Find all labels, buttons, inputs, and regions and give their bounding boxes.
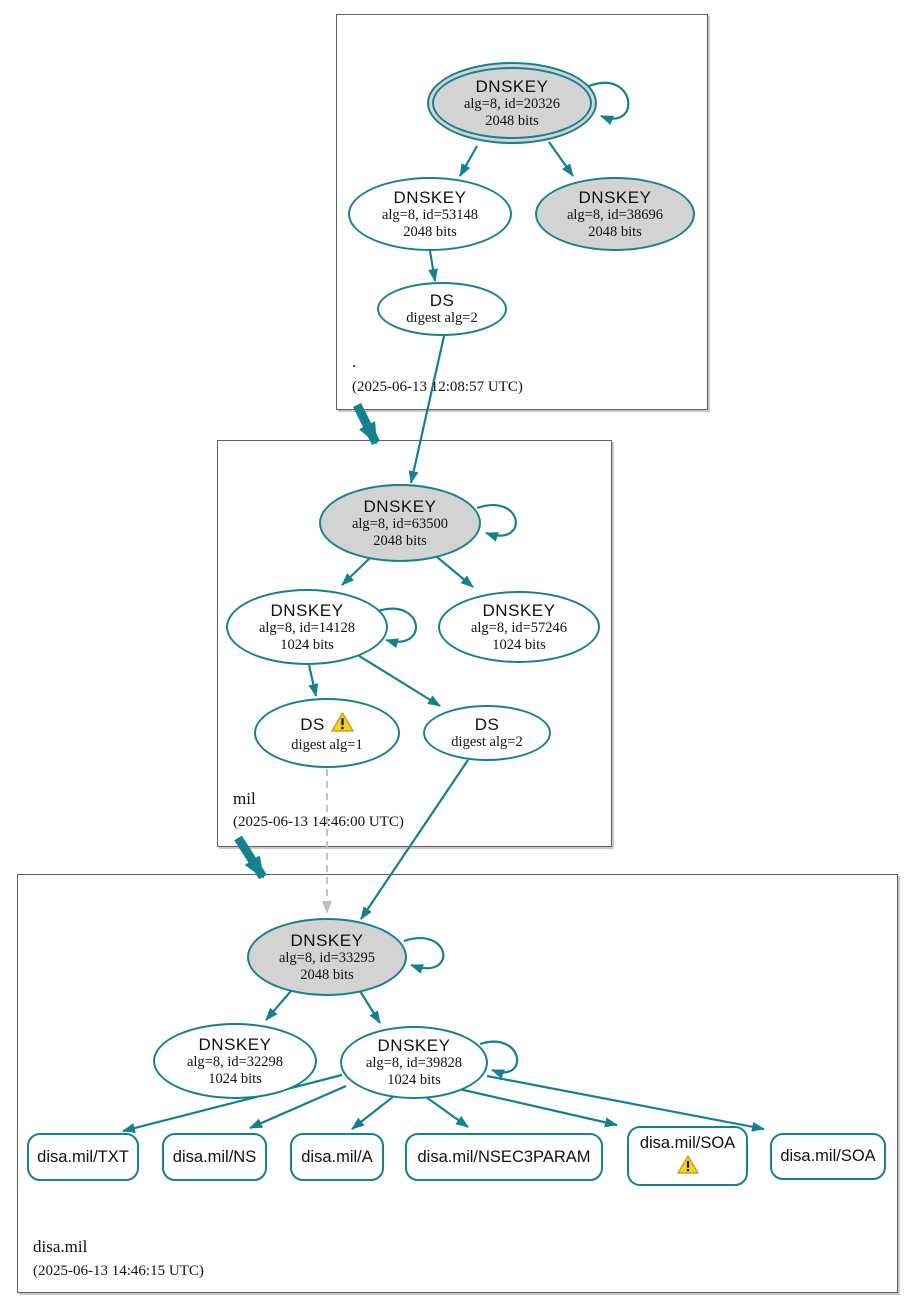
edge-root-zsk-to-ds — [428, 250, 438, 282]
zone-label-root: . — [352, 352, 357, 371]
edge-disa-zsk-to-nsec3param — [425, 1096, 469, 1128]
node-title: DNSKEY — [377, 1036, 451, 1055]
node-title: DNSKEY — [270, 600, 344, 620]
dnskey-node-63500-ksk[interactable]: DNSKEY alg=8, id=63500 2048 bits — [319, 484, 481, 562]
zone-label-disa-mil: disa.mil — [33, 1237, 88, 1256]
edge-disa-zsk-to-soa — [486, 1074, 765, 1132]
node-title: DNSKEY — [475, 76, 549, 96]
node-detail: alg=8, id=38696 — [566, 206, 664, 223]
edge-disa-zsk-to-a — [351, 1095, 395, 1130]
edge-disa-zsk-to-ns — [249, 1084, 347, 1130]
edge-disa-zsk39828-self-loop — [479, 1040, 519, 1079]
rrset-label: disa.mil/SOA — [639, 1133, 736, 1152]
node-bits: 2048 bits — [485, 112, 539, 129]
node-bits: 1024 bits — [208, 1070, 262, 1087]
zone-timestamp-disa-mil: (2025-06-13 14:46:15 UTC) — [33, 1263, 204, 1279]
node-detail: alg=8, id=32298 — [186, 1053, 284, 1070]
edge-mil-zsk-to-ds2 — [355, 653, 441, 707]
node-detail: alg=8, id=53148 — [381, 206, 479, 223]
node-detail: alg=8, id=14128 — [258, 619, 356, 636]
node-title: DNSKEY — [393, 187, 467, 207]
node-detail: alg=8, id=20326 — [463, 95, 561, 112]
node-detail: digest alg=1 — [291, 737, 363, 753]
node-title: DNSKEY — [198, 1034, 272, 1054]
rrset-disa-mil-soa[interactable]: disa.mil/SOA — [770, 1133, 886, 1180]
node-bits: 2048 bits — [588, 223, 642, 240]
edge-root-ksk-to-zsk — [459, 145, 478, 177]
node-bits: 1024 bits — [387, 1072, 441, 1088]
edge-mil-zsk-self-loop — [377, 607, 418, 648]
node-bits: 2048 bits — [373, 532, 427, 549]
node-detail: digest alg=2 — [406, 310, 478, 326]
edge-mil-ksk-to-zsk — [341, 556, 372, 586]
rrset-label: disa.mil/NSEC3PARAM — [417, 1147, 591, 1166]
edge-root-ksk-to-key38696 — [548, 141, 574, 177]
edge-mil-zsk-to-ds1 — [307, 664, 319, 697]
delegation-arrow-mil-to-disa — [234, 835, 267, 880]
node-title: DNSKEY — [482, 600, 556, 620]
edge-mil-ds2-to-disa-ksk — [360, 759, 469, 920]
dnskey-node-53148[interactable]: DNSKEY alg=8, id=53148 2048 bits — [348, 177, 512, 251]
edge-disa-ksk-to-zsk39828 — [359, 990, 381, 1024]
edge-mil-ksk-self-loop — [476, 504, 517, 542]
dnskey-node-20326-ksk[interactable]: DNSKEY alg=8, id=20326 2048 bits — [427, 62, 597, 144]
rrset-label: disa.mil/SOA — [780, 1147, 876, 1165]
ds-node-mil-alg1[interactable]: DS digest alg=1 — [254, 698, 400, 768]
node-title: DS — [300, 715, 325, 734]
node-bits: 1024 bits — [280, 636, 334, 653]
delegation-arrow-root-to-mil — [352, 402, 381, 446]
edge-mil-ksk-to-key57246 — [436, 556, 474, 588]
node-title: DS — [429, 291, 455, 310]
dnskey-node-39828[interactable]: DNSKEY alg=8, id=39828 1024 bits — [340, 1026, 488, 1099]
rrset-disa-mil-txt[interactable]: disa.mil/TXT — [27, 1133, 139, 1181]
node-detail: digest alg=2 — [451, 734, 523, 750]
zone-label-mil: mil — [233, 789, 256, 808]
zone-timestamp-mil: (2025-06-13 14:46:00 UTC) — [233, 814, 404, 830]
ds-node-mil-alg2[interactable]: DS digest alg=2 — [423, 705, 551, 761]
dnskey-node-57246[interactable]: DNSKEY alg=8, id=57246 1024 bits — [438, 591, 600, 663]
dnskey-node-33295-ksk[interactable]: DNSKEY alg=8, id=33295 2048 bits — [247, 918, 407, 996]
edge-disa-zsk-to-soa-warning — [458, 1087, 618, 1128]
node-bits: 2048 bits — [403, 223, 457, 240]
node-title: DNSKEY — [363, 496, 437, 516]
dnskey-node-14128[interactable]: DNSKEY alg=8, id=14128 1024 bits — [226, 589, 388, 665]
dnskey-node-20326-inner: DNSKEY alg=8, id=20326 2048 bits — [432, 67, 592, 139]
zone-timestamp-root: (2025-06-13 12:08:57 UTC) — [352, 379, 523, 395]
warning-icon — [676, 1154, 699, 1179]
rrset-disa-mil-ns[interactable]: disa.mil/NS — [162, 1133, 267, 1181]
rrset-disa-mil-a[interactable]: disa.mil/A — [290, 1133, 384, 1181]
edge-disa-ksk-to-zsk32298 — [265, 990, 292, 1021]
rrset-disa-mil-soa-warning[interactable]: disa.mil/SOA — [627, 1126, 748, 1186]
ds-node-root[interactable]: DS digest alg=2 — [377, 282, 507, 336]
node-bits: 2048 bits — [300, 966, 354, 983]
edge-disa-ksk-self-loop — [403, 937, 445, 974]
warning-icon — [331, 712, 354, 737]
dnskey-node-38696[interactable]: DNSKEY alg=8, id=38696 2048 bits — [535, 177, 695, 251]
rrset-label: disa.mil/NS — [172, 1147, 257, 1166]
rrset-disa-mil-nsec3param[interactable]: disa.mil/NSEC3PARAM — [405, 1133, 603, 1181]
node-detail: alg=8, id=39828 — [365, 1055, 463, 1071]
rrset-label: disa.mil/A — [301, 1147, 373, 1166]
node-title: DNSKEY — [290, 930, 364, 950]
node-detail: alg=8, id=33295 — [278, 949, 376, 966]
node-detail: alg=8, id=63500 — [351, 515, 449, 532]
node-title: DS — [474, 715, 500, 734]
edge-root-ds-to-mil-ksk — [408, 335, 446, 484]
edge-root-ksk-self-loop — [588, 81, 630, 126]
node-detail: alg=8, id=57246 — [470, 619, 568, 636]
node-bits: 1024 bits — [492, 636, 546, 653]
rrset-label: disa.mil/TXT — [37, 1147, 129, 1166]
dnskey-node-32298[interactable]: DNSKEY alg=8, id=32298 1024 bits — [153, 1023, 317, 1099]
node-title: DNSKEY — [578, 187, 652, 207]
edge-disa-zsk-to-txt — [122, 1073, 343, 1133]
